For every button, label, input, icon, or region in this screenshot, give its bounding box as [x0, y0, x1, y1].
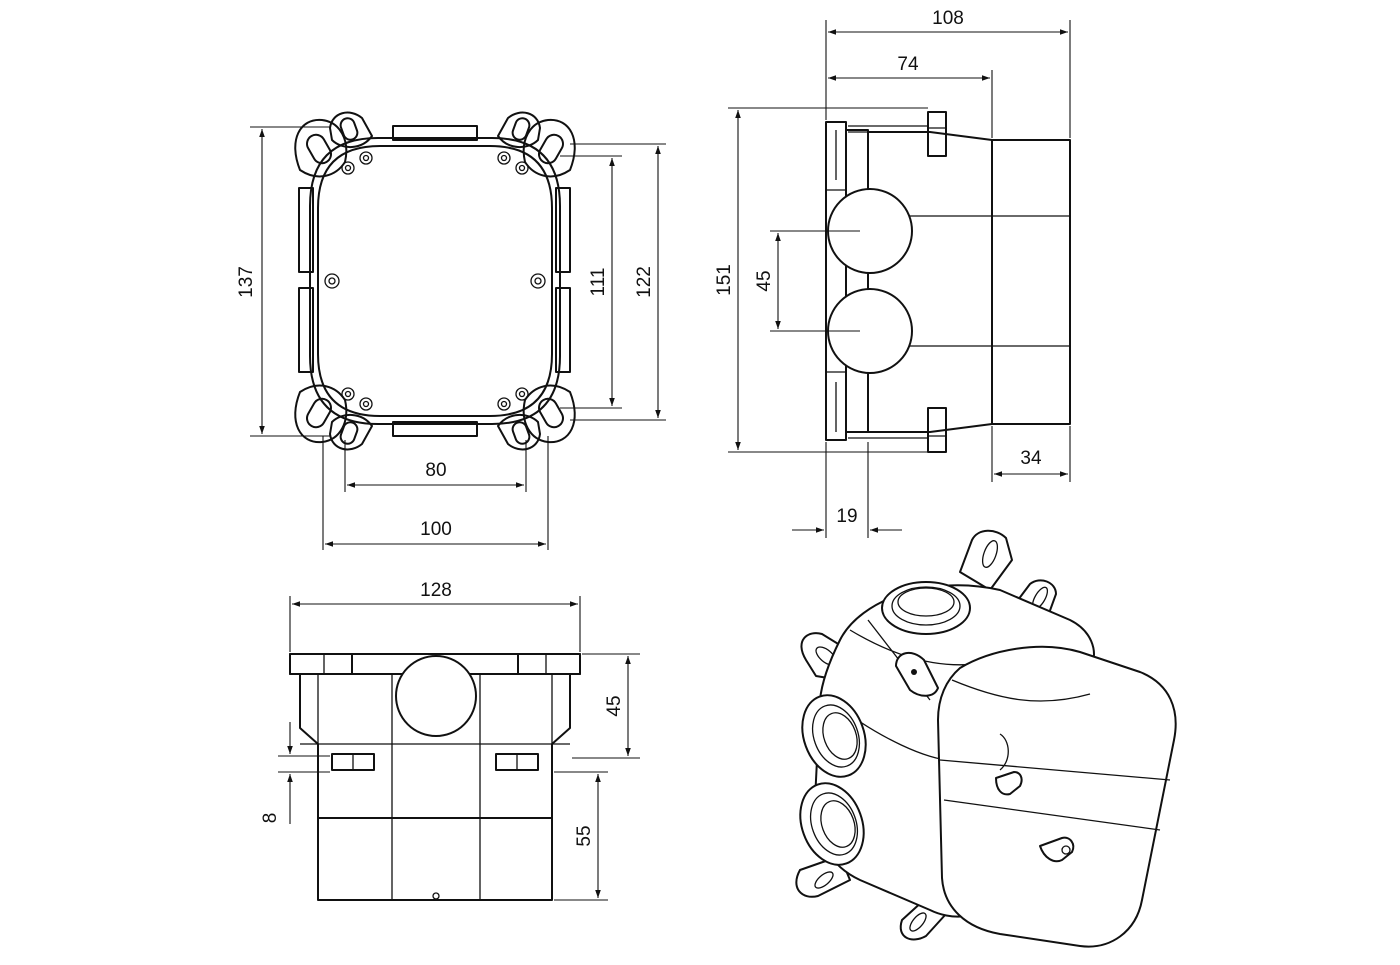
corner-ear	[497, 384, 576, 451]
top-tab	[392, 125, 478, 141]
dim-128: 128	[420, 580, 452, 601]
dim-34: 34	[1020, 448, 1042, 469]
body-outer	[309, 137, 561, 425]
dim-74: 74	[897, 54, 919, 75]
side-body	[867, 131, 993, 433]
dim-80: 80	[425, 460, 446, 481]
side-tab	[298, 287, 314, 373]
body-inner	[317, 145, 553, 417]
side-view: 108 74 151 45 34 19	[714, 8, 1071, 538]
front-cap	[317, 817, 553, 901]
dim-45-front: 45	[604, 695, 625, 716]
top-view: 137 111 122 80 100	[236, 111, 666, 550]
ear	[959, 529, 1013, 591]
dim-137: 137	[236, 266, 257, 298]
side-cap	[991, 139, 1071, 425]
dim-111: 111	[588, 268, 609, 297]
side-tab	[555, 287, 571, 373]
front-inlet	[395, 655, 477, 737]
nut	[927, 407, 947, 453]
dim-108: 108	[932, 8, 964, 29]
flange-rim	[845, 129, 869, 433]
cap-screw	[995, 771, 1023, 796]
dim-55: 55	[574, 825, 595, 846]
bottom-tab	[392, 421, 478, 437]
corner-ear	[294, 384, 373, 451]
iso-cap	[937, 645, 1177, 948]
top-inlet	[881, 581, 971, 635]
dim-100: 100	[420, 519, 452, 540]
isometric-view	[795, 529, 1177, 948]
dim-8: 8	[260, 813, 281, 824]
corner-ear	[497, 111, 576, 178]
side-tab	[555, 187, 571, 273]
nut	[927, 111, 947, 157]
dim-122: 122	[634, 266, 655, 298]
top-tab	[895, 651, 939, 697]
dim-151: 151	[714, 264, 735, 296]
screw-holes	[324, 151, 546, 411]
corner-ear	[294, 111, 373, 178]
dim-45-side: 45	[754, 270, 775, 291]
side-tab	[298, 187, 314, 273]
cap-screw	[1039, 836, 1075, 863]
drain-hole	[432, 892, 440, 900]
front-view: 128 45 55 8	[260, 580, 640, 901]
ear	[795, 855, 851, 898]
dim-19: 19	[836, 506, 857, 527]
